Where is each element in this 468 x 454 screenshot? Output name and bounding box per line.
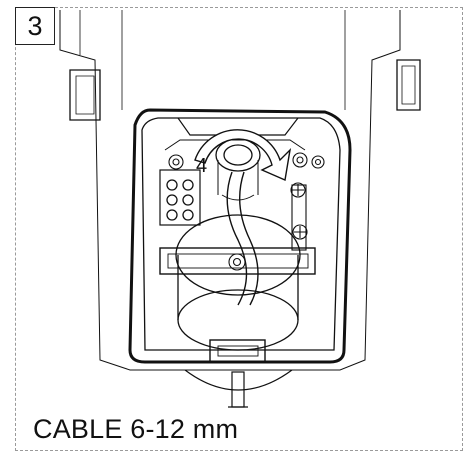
screw-icon xyxy=(228,253,246,271)
figure-frame xyxy=(15,7,463,451)
screw-icon xyxy=(311,155,325,169)
screw-icon xyxy=(292,152,308,168)
screw-icon xyxy=(290,182,306,198)
step-number: 3 xyxy=(15,7,55,45)
rotate-arrow-icon xyxy=(194,129,292,181)
terminal-block-icon xyxy=(159,169,201,226)
cable-spec-caption: CABLE 6-12 mm xyxy=(33,414,239,444)
screw-icon xyxy=(168,154,184,170)
screw-icon xyxy=(292,224,308,240)
callout-label: 4 xyxy=(196,155,207,177)
